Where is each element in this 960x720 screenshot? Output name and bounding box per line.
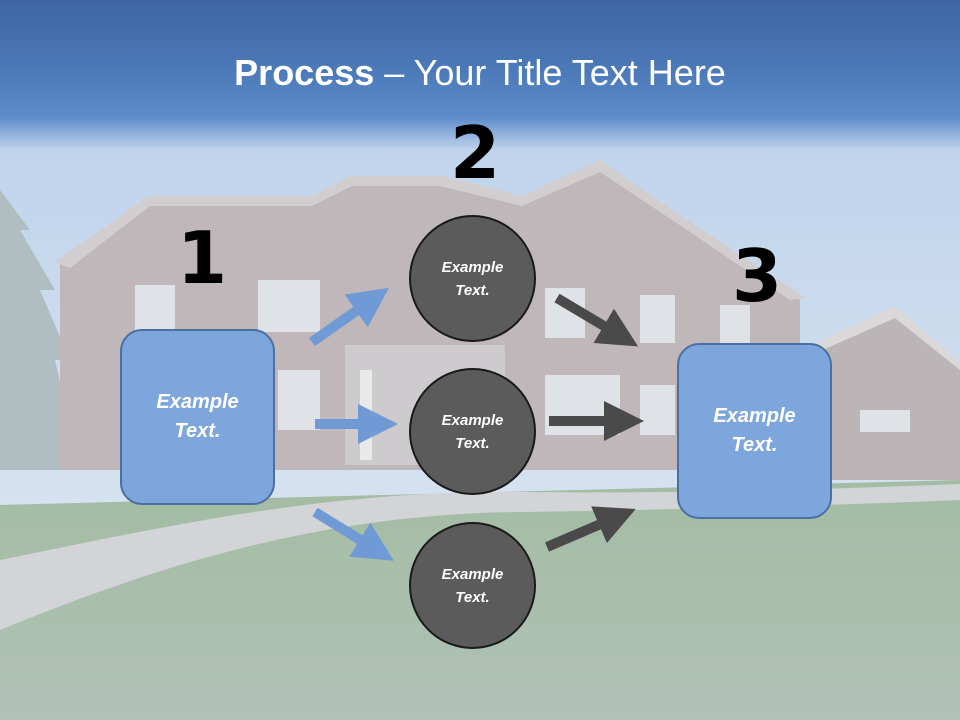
- title-bar: [0, 0, 960, 150]
- arrow-circle-top-to-box3: [554, 293, 639, 347]
- step-1-box: Example Text.: [120, 329, 275, 505]
- step-2-circle-middle: Example Text.: [409, 368, 536, 495]
- step-2-circle-bottom: Example Text.: [409, 522, 536, 649]
- step-number-2: 2: [450, 111, 501, 195]
- step-3-text: Example Text.: [713, 405, 796, 456]
- step-2-circle-bottom-text: Example Text.: [441, 565, 504, 606]
- step-number-3: 3: [732, 234, 783, 318]
- title-bold: Process: [234, 52, 375, 93]
- step-2-circle-top-text: Example Text.: [441, 258, 504, 299]
- title-rest: – Your Title Text Here: [374, 52, 726, 93]
- step-1-text: Example Text.: [156, 391, 239, 442]
- arrow-box1-to-circle-bottom: [312, 507, 394, 561]
- step-2-circle-middle-text: Example Text.: [441, 411, 504, 452]
- slide-title: Process – Your Title Text Here: [0, 52, 960, 94]
- arrow-box1-to-circle-top: [309, 287, 389, 347]
- step-2-circle-top: Example Text.: [409, 215, 536, 342]
- step-3-box: Example Text.: [677, 343, 832, 519]
- arrow-circle-bottom-to-box3: [545, 506, 636, 552]
- step-number-1: 1: [177, 216, 228, 300]
